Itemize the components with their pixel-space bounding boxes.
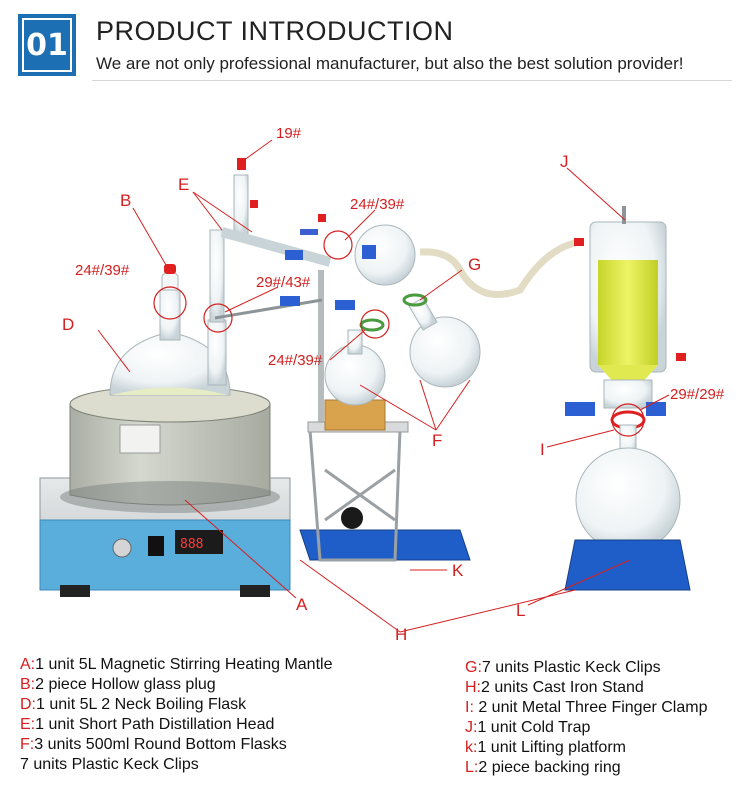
label-A: A xyxy=(296,595,308,614)
list-item: L:2 piece backing ring xyxy=(465,759,621,776)
label-L: L xyxy=(516,601,525,620)
callout-lines xyxy=(97,139,670,633)
label-J: J xyxy=(560,152,569,171)
label-G: G xyxy=(468,255,481,274)
label-H: H xyxy=(395,625,407,640)
label-E: E xyxy=(178,175,189,194)
label-24-39-left: 24#/39# xyxy=(75,262,130,279)
label-24-39-bottom: 24#/39# xyxy=(268,352,323,369)
heating-mantle: 888 xyxy=(39,385,291,597)
list-item: D:1 unit 5L 2 Neck Boiling Flask xyxy=(20,696,247,713)
section-number-badge: 01 xyxy=(18,14,76,76)
parts-list-right: G:7 units Plastic Keck Clips H:2 units C… xyxy=(465,658,707,778)
list-item: G:7 units Plastic Keck Clips xyxy=(465,659,661,676)
list-item: B:2 piece Hollow glass plug xyxy=(20,676,216,693)
svg-text:888: 888 xyxy=(180,537,203,552)
label-B: B xyxy=(120,191,131,210)
label-29-29: 29#/29# xyxy=(670,386,725,403)
label-K: K xyxy=(452,561,464,580)
list-item: 7 units Plastic Keck Clips xyxy=(20,756,199,773)
cold-trap xyxy=(564,206,691,591)
distillation-head xyxy=(209,158,332,323)
product-illustration: 888 xyxy=(39,125,725,640)
header-divider xyxy=(92,80,732,81)
list-item: E:1 unit Short Path Distillation Head xyxy=(20,716,275,733)
glass-plug xyxy=(161,264,179,291)
label-24-39-top: 24#/39# xyxy=(350,196,405,213)
list-item: F:3 units 500ml Round Bottom Flasks xyxy=(20,736,287,753)
list-item: J:1 unit Cold Trap xyxy=(465,719,591,736)
list-item: k:1 unit Lifting platform xyxy=(465,739,626,756)
label-F: F xyxy=(432,431,442,450)
badge-number: 01 xyxy=(26,27,68,63)
list-item: A:1 unit 5L Magnetic Stirring Heating Ma… xyxy=(20,656,333,673)
vacuum-hose xyxy=(419,239,576,298)
label-29-43: 29#/43# xyxy=(256,274,311,291)
list-item: I: 2 unit Metal Three Finger Clamp xyxy=(465,699,708,716)
list-item: H:2 units Cast Iron Stand xyxy=(465,679,644,696)
receiving-flasks xyxy=(324,224,481,431)
callout-circles xyxy=(153,230,645,437)
parts-list-left: A:1 unit 5L Magnetic Stirring Heating Ma… xyxy=(20,655,332,775)
label-19: 19# xyxy=(276,125,302,142)
label-I: I xyxy=(540,440,545,459)
boiling-flask xyxy=(109,289,231,396)
callout-labels: 19# E B 24#/39# 24#/39# D 29#/43# G J 29… xyxy=(62,125,725,640)
label-D: D xyxy=(62,315,74,334)
page-title: PRODUCT INTRODUCTION xyxy=(96,16,454,46)
page-subtitle: We are not only professional manufacture… xyxy=(96,54,684,73)
